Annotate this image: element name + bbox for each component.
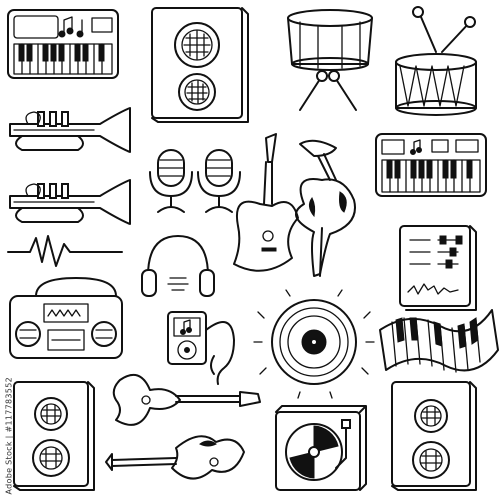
speaker-icon: [151, 7, 249, 123]
trumpet-icon: [9, 179, 131, 225]
vinyl-record-icon: [253, 289, 375, 399]
bass-guitar-icon: [105, 435, 245, 480]
electric-guitar-icon: [112, 373, 261, 426]
trumpet-icon: [9, 107, 131, 153]
drum-with-sticks-icon: [287, 9, 373, 111]
equalizer-screen-icon: [399, 225, 477, 311]
sound-wave-icon: [7, 235, 123, 267]
piano-keys-ribbon-icon: [379, 309, 499, 373]
speaker-icon: [13, 381, 95, 491]
microphone-icon: [197, 149, 241, 213]
mp3-player-icon: [167, 311, 235, 385]
microphone-icon: [149, 149, 193, 213]
watermark-text: Adobe Stock | #117783552: [4, 377, 14, 495]
snare-drum-icon: [395, 6, 477, 116]
synthesizer-icon: [375, 133, 487, 197]
speaker-icon: [391, 381, 477, 491]
boombox-icon: [9, 277, 123, 359]
electric-guitar-icon: [233, 133, 299, 272]
turntable-icon: [275, 405, 367, 491]
headphones-icon: [141, 235, 215, 297]
keyboard-icon: [7, 9, 119, 79]
stock-watermark: Adobe Stock | #117783552: [0, 377, 14, 500]
bass-guitar-icon: [295, 139, 356, 277]
